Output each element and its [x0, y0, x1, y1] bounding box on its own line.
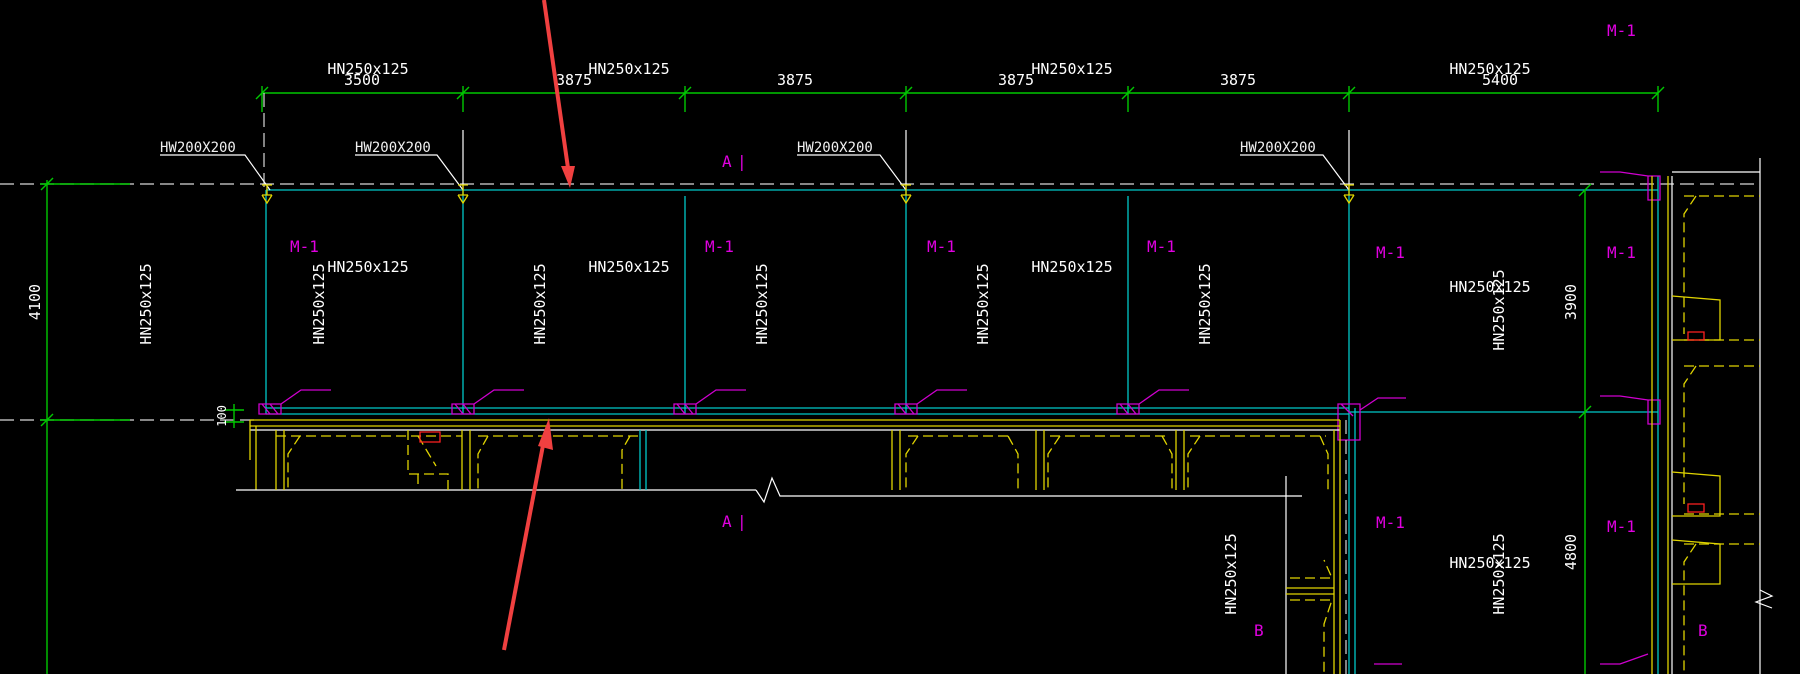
beam-label-h-5: HN250x125 — [1449, 554, 1530, 572]
annotation-arrow-top — [542, 0, 575, 188]
beam-label-v-5: HN250x125 — [974, 263, 992, 344]
top-dimension-chain — [255, 86, 1665, 112]
dim-label-left: 4100 — [26, 284, 44, 320]
door-tag-2: M-1 — [705, 237, 734, 256]
annotation-arrow-bottom — [502, 418, 553, 651]
door-tag-9: M-1 — [1607, 517, 1636, 536]
beam-label-h-1: HN250x125 — [327, 258, 408, 276]
wall-band — [236, 419, 1347, 674]
door-tag-4: M-1 — [1147, 237, 1176, 256]
right-dimension — [1578, 183, 1592, 674]
beam-label-h-4: HN250x125 — [1449, 278, 1530, 296]
dim-label-2: 3875 — [556, 71, 592, 89]
column-label-4: HW200X200 — [1240, 140, 1316, 156]
column-label-1: HW200X200 — [160, 140, 236, 156]
dim-label-right-upper: 3900 — [1562, 284, 1580, 320]
dim-label-small: 100 — [215, 405, 229, 427]
section-marker-a-top-bar: | — [737, 152, 747, 171]
column-leaders — [160, 154, 1350, 191]
section-marker-b-2: B — [1698, 621, 1708, 640]
column-label-3: HW200X200 — [797, 140, 873, 156]
door-tag-7: M-1 — [1607, 21, 1636, 40]
grid-lines — [0, 93, 1760, 421]
wall-bays — [275, 430, 1329, 490]
dim-label-right-lower: 4800 — [1562, 534, 1580, 570]
beam-label-top-2: HN250x125 — [588, 60, 669, 78]
beam-label-v-7: HN250x125 — [1490, 269, 1508, 350]
beam-label-h-2: HN250x125 — [588, 258, 669, 276]
beam-label-top-4: HN250x125 — [1449, 60, 1530, 78]
base-plates — [258, 171, 1661, 665]
left-dimension — [40, 177, 244, 674]
dim-label-3: 3875 — [777, 71, 813, 89]
door-tag-5: M-1 — [1376, 243, 1405, 262]
door-tag-6: M-1 — [1607, 243, 1636, 262]
dim-label-4: 3875 — [998, 71, 1034, 89]
section-marker-b-1: B — [1254, 621, 1264, 640]
column-label-2: HW200X200 — [355, 140, 431, 156]
dim-label-6: 5400 — [1482, 71, 1518, 89]
door-tag-8: M-1 — [1376, 513, 1405, 532]
section-marker-a-bottom: A — [722, 512, 732, 531]
dim-label-1: 3500 — [344, 71, 380, 89]
section-marker-a-top: A — [722, 152, 732, 171]
beam-grid — [265, 176, 1659, 674]
right-wall-pieces — [1286, 559, 1334, 674]
door-tag-3: M-1 — [927, 237, 956, 256]
section-marker-a-bottom-bar: | — [737, 512, 747, 531]
beam-label-top-3: HN250x125 — [1031, 60, 1112, 78]
beam-label-v-2: HN250x125 — [310, 263, 328, 344]
beam-label-h-3: HN250x125 — [1031, 258, 1112, 276]
beam-label-v-1: HN250x125 — [137, 263, 155, 344]
beam-label-v-3: HN250x125 — [531, 263, 549, 344]
beam-label-v-6: HN250x125 — [1196, 263, 1214, 344]
beam-label-top-1: HN250x125 — [327, 60, 408, 78]
right-structure — [1651, 158, 1774, 674]
door-tag-1: M-1 — [290, 237, 319, 256]
beam-label-v-8: HN250x125 — [1222, 533, 1240, 614]
beam-label-v-9: HN250x125 — [1490, 533, 1508, 614]
column-symbols — [261, 184, 1355, 205]
beam-label-v-4: HN250x125 — [753, 263, 771, 344]
dim-label-5: 3875 — [1220, 71, 1256, 89]
